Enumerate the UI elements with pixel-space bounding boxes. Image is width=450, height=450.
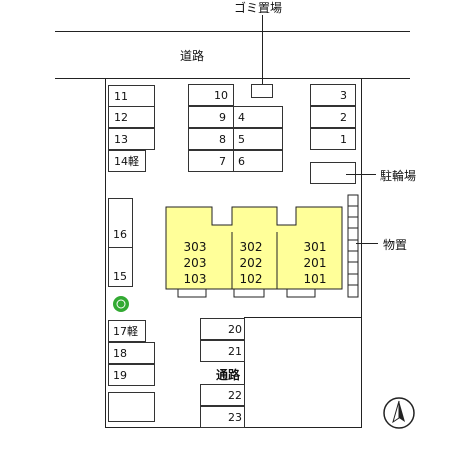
unit-202: 202 [239, 256, 263, 270]
garbage-area [251, 84, 273, 98]
passage-label: 通路 [216, 368, 241, 382]
parking-20 [200, 318, 245, 340]
unit-303: 303 [183, 240, 207, 254]
storage-label: 物置 [383, 238, 408, 252]
storage-units [347, 194, 359, 298]
parking-21 [200, 340, 245, 362]
unit-301: 301 [303, 240, 327, 254]
parking-4 [233, 106, 283, 128]
parking-6 [233, 150, 283, 172]
parking-17-label: 17軽 [113, 325, 138, 338]
parking-16 [108, 198, 133, 248]
parking-10 [188, 84, 234, 106]
parking-8-label: 8 [219, 133, 226, 146]
north-arrow-icon [383, 397, 415, 429]
parking-17 [108, 320, 146, 342]
parking-19 [108, 364, 155, 386]
unit-102: 102 [239, 272, 263, 286]
parking-18 [108, 342, 155, 364]
property-left-edge [105, 78, 106, 428]
road-line-bottom [55, 78, 410, 79]
parking-2-label: 2 [340, 111, 347, 124]
parking-14-label: 14軽 [114, 155, 139, 168]
parking-22-label: 22 [228, 389, 242, 402]
parking-2 [310, 106, 356, 128]
parking-16-label: 16 [113, 228, 127, 241]
parking-12 [108, 106, 155, 128]
parking-3-label: 3 [340, 89, 347, 102]
road-label: 道路 [180, 49, 205, 63]
parking-3 [310, 84, 356, 106]
garbage-label: ゴミ置場 [234, 1, 283, 15]
parking-22 [200, 384, 245, 406]
passage-edge [244, 317, 362, 318]
parking-9 [188, 106, 234, 128]
parking-21-label: 21 [228, 345, 242, 358]
parking-10-label: 10 [214, 89, 228, 102]
property-right-edge [361, 78, 362, 428]
parking-15-label: 15 [113, 270, 127, 283]
parking-23 [200, 406, 245, 428]
parking-7-label: 7 [219, 155, 226, 168]
parking-23-label: 23 [228, 411, 242, 424]
parking-15 [108, 247, 133, 287]
unit-103: 103 [183, 272, 207, 286]
tree-icon [113, 296, 129, 312]
parking-19-label: 19 [113, 369, 127, 382]
apartment-building [165, 206, 343, 298]
bike-parking-label: 駐輪場 [380, 169, 417, 183]
parking-12-label: 12 [114, 111, 128, 124]
road-line-top [55, 31, 410, 32]
empty-lot [108, 392, 155, 422]
parking-13 [108, 128, 155, 150]
unit-203: 203 [183, 256, 207, 270]
parking-9-label: 9 [219, 111, 226, 124]
unit-101: 101 [303, 272, 327, 286]
parking-8 [188, 128, 234, 150]
parking-1 [310, 128, 356, 150]
parking-6-label: 6 [238, 155, 245, 168]
parking-7 [188, 150, 234, 172]
passage-vertical [244, 317, 245, 427]
storage-leader [356, 243, 378, 244]
parking-13-label: 13 [114, 133, 128, 146]
unit-302: 302 [239, 240, 263, 254]
bike-parking-area [310, 162, 356, 184]
parking-5-label: 5 [238, 133, 245, 146]
unit-201: 201 [303, 256, 327, 270]
parking-4-label: 4 [238, 111, 245, 124]
parking-5 [233, 128, 283, 150]
parking-14 [108, 150, 146, 172]
parking-1-label: 1 [340, 133, 347, 146]
parking-18-label: 18 [113, 347, 127, 360]
parking-20-label: 20 [228, 323, 242, 336]
bike-parking-leader [346, 174, 376, 175]
parking-11-label: 11 [114, 90, 128, 103]
garbage-leader [262, 15, 263, 85]
